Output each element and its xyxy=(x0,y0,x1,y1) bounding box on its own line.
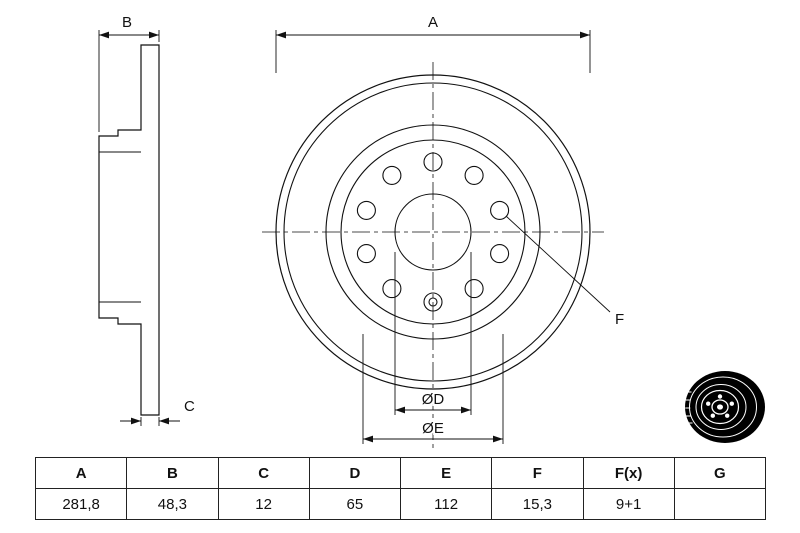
dimension-a: A xyxy=(275,12,591,73)
side-view xyxy=(98,44,160,416)
icon-center-dot xyxy=(717,404,723,410)
dim-label-c: C xyxy=(184,398,195,415)
table-header-g: G xyxy=(673,457,767,489)
table-value-g xyxy=(673,488,767,520)
bolt-hole xyxy=(423,152,443,172)
outer-diameter-circle xyxy=(275,74,591,390)
icon-bolt-hole xyxy=(710,413,715,418)
table-header-d: D xyxy=(308,457,402,489)
brake-disc-drawing: B C xyxy=(98,12,765,450)
icon-friction-ring xyxy=(695,384,747,430)
bolt-hole xyxy=(382,279,402,299)
icon-hub-ring xyxy=(700,389,740,425)
dimension-b: B xyxy=(98,12,160,132)
dimension-table: A B C D E F F(x) G 281,8 48,3 12 65 112 … xyxy=(34,457,767,520)
front-view xyxy=(275,74,591,390)
bolt-hole xyxy=(356,200,376,220)
table-value-f: 15,3 xyxy=(491,488,584,520)
table-header-a: A xyxy=(34,457,128,489)
table-value-a: 281,8 xyxy=(34,488,128,520)
bolt-hole xyxy=(423,292,443,312)
icon-bolt-hole xyxy=(706,401,711,406)
table-header-e: E xyxy=(399,457,493,489)
table-value-d: 65 xyxy=(308,488,402,520)
icon-center-bore xyxy=(711,399,729,415)
table-header-fx: F(x) xyxy=(582,457,675,489)
icon-outer-disc xyxy=(685,371,765,443)
disc-cross-section-outline xyxy=(98,44,160,416)
dim-label-a: A xyxy=(428,14,438,31)
bolt-hole xyxy=(464,165,484,185)
bolt-hole xyxy=(490,200,510,220)
dimension-c: C xyxy=(120,396,197,426)
table-value-e: 112 xyxy=(399,488,493,520)
bolt-hole xyxy=(464,279,484,299)
dim-label-d: ØD xyxy=(422,391,445,408)
bolt-hole xyxy=(490,244,510,264)
table-header-b: B xyxy=(126,457,219,489)
icon-bolt-hole xyxy=(729,401,734,406)
table-value-c: 12 xyxy=(217,488,310,520)
centerlines xyxy=(262,62,604,450)
table-header-row: A B C D E F F(x) G xyxy=(34,457,767,489)
locating-hole xyxy=(428,297,438,307)
center-bore-circle xyxy=(394,193,472,271)
dim-label-e: ØE xyxy=(422,420,444,437)
outer-edge-circle xyxy=(283,82,583,382)
hub-circle xyxy=(340,139,526,325)
icon-bolt-hole xyxy=(717,394,723,399)
dimension-f: F xyxy=(505,215,626,330)
table-value-fx: 9+1 xyxy=(582,488,675,520)
bolt-hole xyxy=(382,165,402,185)
dimension-d: ØD xyxy=(394,252,472,415)
table-value-row: 281,8 48,3 12 65 112 15,3 9+1 xyxy=(34,488,767,520)
icon-bolt-hole xyxy=(725,413,730,418)
table-header-c: C xyxy=(217,457,310,489)
friction-inner-circle xyxy=(325,124,541,340)
disc-3d-icon xyxy=(685,371,765,443)
dim-label-b: B xyxy=(122,14,132,31)
bolt-hole xyxy=(356,244,376,264)
dimension-e: ØE xyxy=(362,334,504,444)
dim-label-f: F xyxy=(615,311,624,328)
table-header-f: F xyxy=(491,457,584,489)
icon-edge-ring xyxy=(689,376,757,438)
leader-line xyxy=(505,215,611,313)
table-value-b: 48,3 xyxy=(126,488,219,520)
